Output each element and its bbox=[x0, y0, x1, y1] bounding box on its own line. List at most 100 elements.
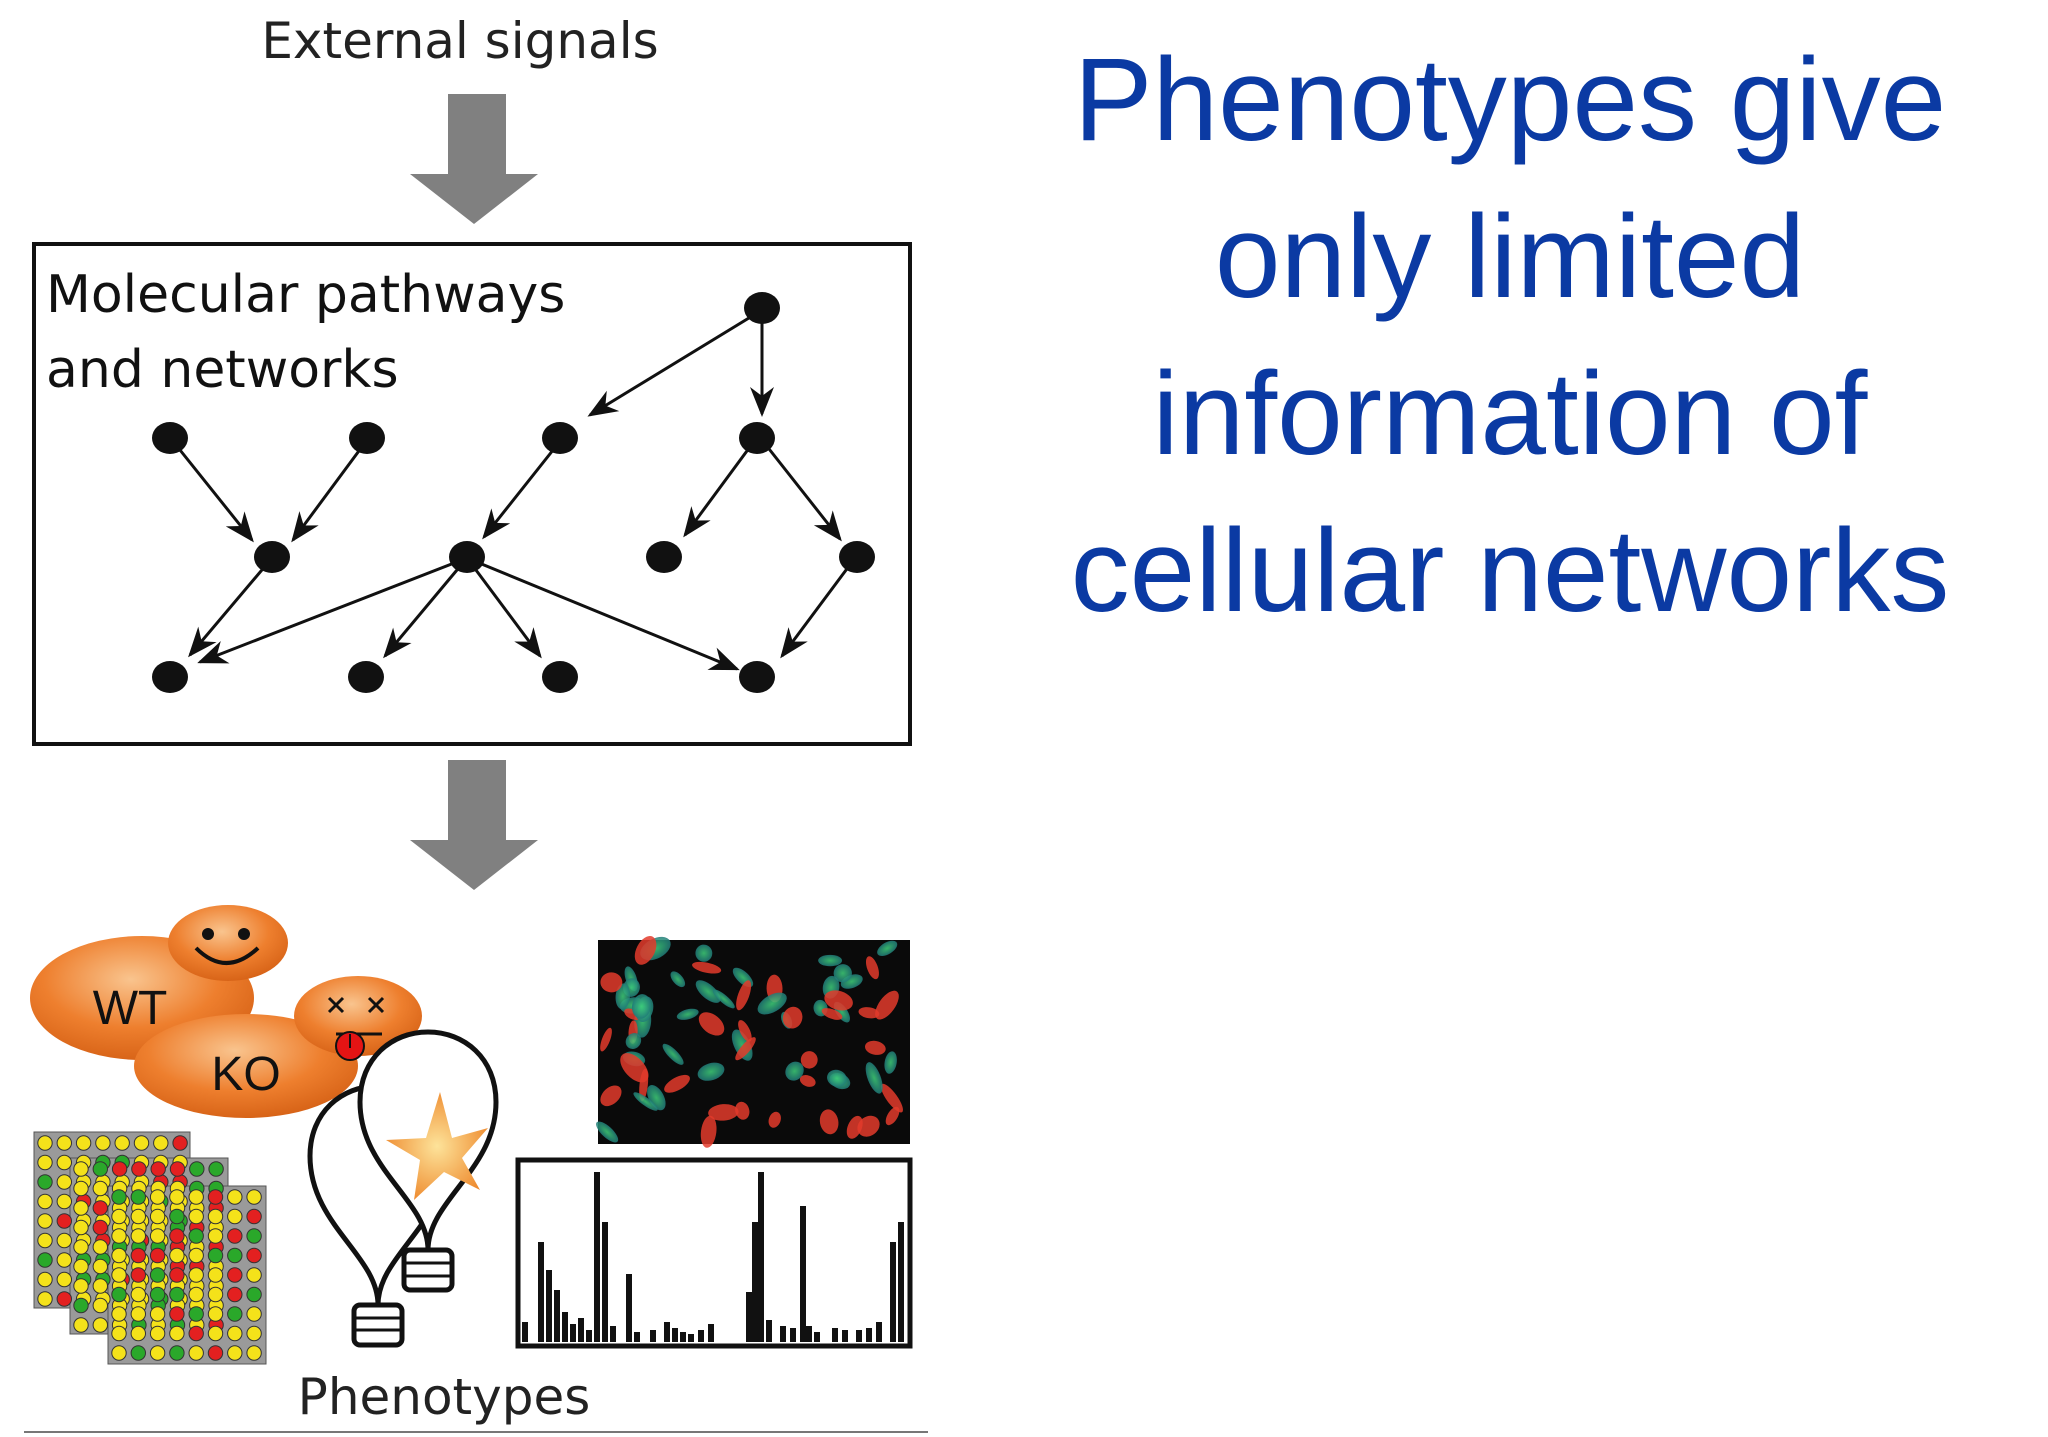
microarray-spot bbox=[56, 1232, 73, 1249]
cell-blob bbox=[634, 935, 657, 965]
spectrum-bar bbox=[856, 1330, 862, 1342]
cell-blob bbox=[885, 1106, 900, 1126]
spectrum-bar bbox=[538, 1242, 544, 1342]
cell-blob bbox=[600, 1027, 612, 1052]
spectrum-bar bbox=[866, 1328, 872, 1342]
network-node bbox=[739, 661, 775, 693]
cell-blob bbox=[692, 961, 722, 974]
microarray-spot bbox=[169, 1345, 185, 1361]
external-signals-label: External signals bbox=[261, 12, 658, 70]
microarray-spot bbox=[149, 1208, 166, 1225]
cell-blob bbox=[818, 954, 843, 967]
microarray-spot bbox=[92, 1219, 109, 1236]
microarray-spot bbox=[188, 1247, 204, 1264]
spectrum-bar bbox=[626, 1274, 632, 1342]
spectrum-bar bbox=[752, 1222, 758, 1342]
cell-blob bbox=[799, 1075, 816, 1087]
microarray-spot bbox=[73, 1161, 89, 1177]
headline-line-1: Phenotypes give bbox=[1073, 34, 1947, 166]
spectrum-bar bbox=[602, 1222, 608, 1342]
microarray-spot bbox=[111, 1286, 127, 1303]
microarray-spot bbox=[111, 1161, 128, 1177]
microarray-spot bbox=[188, 1325, 204, 1342]
happy-face bbox=[168, 905, 288, 981]
star-icon bbox=[386, 1092, 488, 1200]
spectrum-bar bbox=[746, 1292, 752, 1342]
cell-blob bbox=[824, 990, 853, 1011]
microarray-spot bbox=[188, 1189, 204, 1205]
microarray-spot bbox=[92, 1317, 109, 1333]
microarray-spot bbox=[111, 1345, 127, 1361]
spectrum-bar bbox=[832, 1328, 838, 1342]
spectrum-bar bbox=[554, 1290, 560, 1342]
spectrum-bar bbox=[586, 1330, 592, 1342]
cell-blob bbox=[615, 983, 631, 1010]
network-node bbox=[542, 661, 578, 693]
spectrum-bar bbox=[680, 1332, 686, 1342]
cell-blob bbox=[757, 992, 787, 1015]
microarray-spot bbox=[169, 1247, 185, 1264]
microarray-spot bbox=[75, 1135, 92, 1151]
microarray-spot bbox=[169, 1208, 185, 1225]
spectrum-bar bbox=[594, 1172, 600, 1342]
microarray-spot bbox=[149, 1247, 166, 1264]
microarray-spot bbox=[188, 1286, 204, 1303]
cell-blob bbox=[633, 1092, 658, 1111]
microarray-spot bbox=[227, 1286, 243, 1303]
microarray-spot bbox=[56, 1174, 73, 1190]
spectrum-bar bbox=[546, 1270, 552, 1342]
cell-blob bbox=[631, 994, 651, 1019]
spectrum-bar bbox=[790, 1328, 796, 1342]
cell-blob bbox=[800, 1051, 818, 1069]
microarray-spot bbox=[56, 1252, 73, 1268]
cell-blob bbox=[695, 944, 713, 962]
microarray-spot bbox=[246, 1345, 262, 1361]
microarray-spot bbox=[207, 1267, 224, 1283]
microarray-spot bbox=[227, 1345, 243, 1361]
microarray-spot bbox=[92, 1200, 109, 1216]
microarray-spot bbox=[149, 1345, 166, 1361]
microarray-spot bbox=[188, 1267, 204, 1283]
cell-blob bbox=[864, 1040, 886, 1055]
spectrum-bar bbox=[610, 1326, 616, 1342]
cell-blob bbox=[662, 1043, 684, 1065]
spectrum-bar bbox=[814, 1332, 820, 1342]
microarray-spot bbox=[153, 1135, 169, 1151]
microarray-spot bbox=[227, 1267, 243, 1283]
spectrum-bar bbox=[698, 1330, 704, 1342]
cell-blob bbox=[708, 1104, 739, 1121]
spectrum-bar bbox=[806, 1326, 812, 1342]
cell-blob bbox=[858, 1007, 880, 1019]
network-label-line2: and networks bbox=[46, 340, 399, 400]
network-box bbox=[32, 242, 912, 746]
spectrum-bar bbox=[876, 1322, 882, 1342]
spectrum-plot bbox=[515, 1157, 913, 1349]
microarray-spot bbox=[227, 1306, 243, 1322]
microarray-spot bbox=[227, 1247, 243, 1264]
network-node bbox=[348, 661, 384, 693]
network-node bbox=[542, 422, 578, 454]
microarray-spot bbox=[246, 1306, 262, 1322]
ko-organism bbox=[134, 1014, 358, 1118]
microarray-spot bbox=[92, 1239, 109, 1255]
spectrum-bar bbox=[898, 1222, 904, 1342]
microarray-plates bbox=[33, 1131, 267, 1365]
microarray-spot bbox=[73, 1219, 89, 1236]
microarray-spot bbox=[149, 1228, 166, 1244]
microarray-spot bbox=[207, 1189, 224, 1205]
microscopy-image bbox=[596, 935, 910, 1148]
cell-blob bbox=[880, 1083, 903, 1113]
microarray-spot bbox=[73, 1297, 89, 1314]
phenotypes-label: Phenotypes bbox=[298, 1368, 591, 1426]
microarray-spot bbox=[73, 1278, 89, 1294]
network-nodes bbox=[152, 292, 875, 693]
microarray-spot bbox=[73, 1239, 89, 1255]
network-node bbox=[744, 292, 780, 324]
microarray-spot bbox=[37, 1232, 53, 1249]
network-node bbox=[839, 541, 875, 573]
microarray-spot bbox=[130, 1286, 147, 1303]
cell-blob bbox=[833, 964, 852, 983]
spectrum-bar bbox=[758, 1172, 764, 1342]
cell-blob bbox=[875, 990, 899, 1020]
